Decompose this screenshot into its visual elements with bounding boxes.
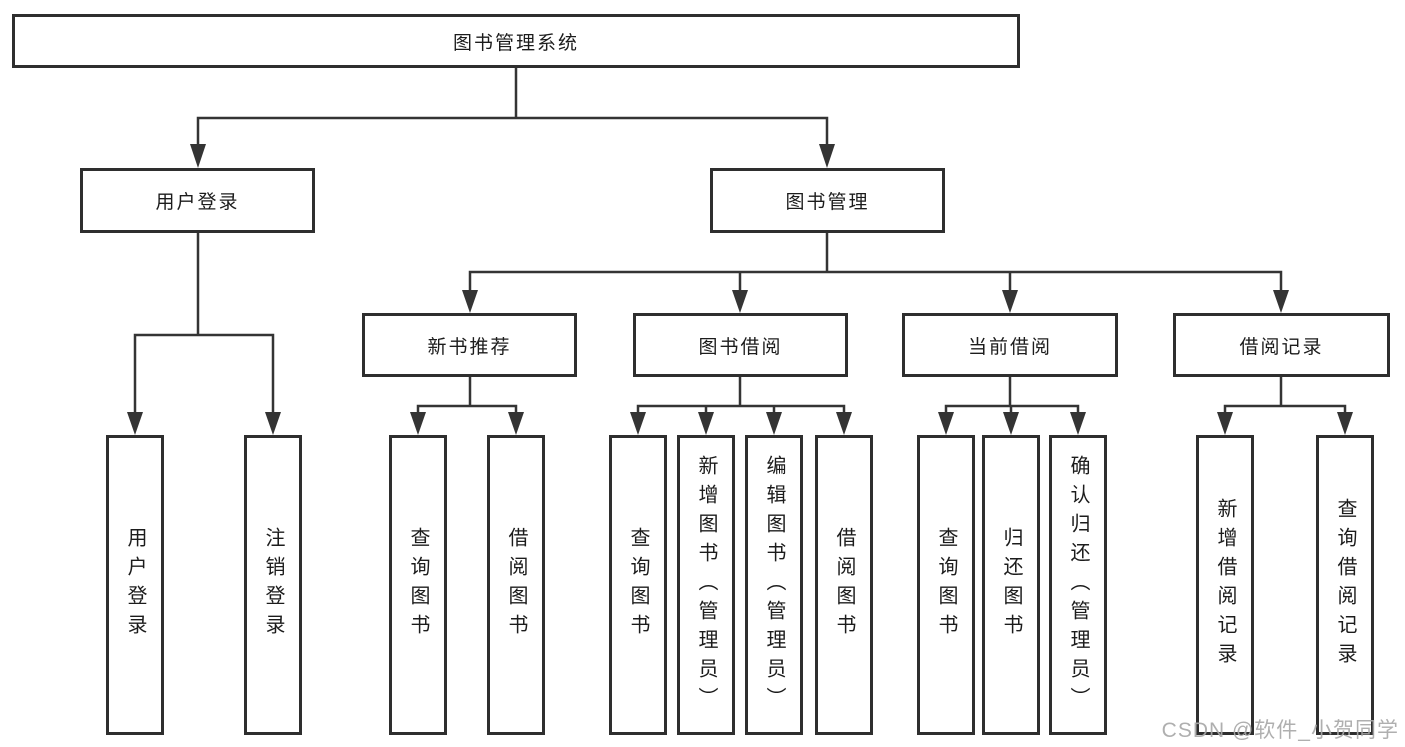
arrowhead-icons	[127, 144, 1353, 435]
node-borrow-records: 借阅记录	[1173, 313, 1390, 377]
leaf-logout: 注销登录	[244, 435, 302, 735]
node-root-system: 图书管理系统	[12, 14, 1020, 68]
node-current-borrow: 当前借阅	[902, 313, 1118, 377]
node-user-login-branch: 用户登录	[80, 168, 315, 233]
leaf-return-books: 归还图书	[982, 435, 1040, 735]
leaf-edit-books-admin: 编辑图书（管理员）	[745, 435, 803, 735]
leaf-borrow-books: 借阅图书	[815, 435, 873, 735]
leaf-user-login: 用户登录	[106, 435, 164, 735]
watermark: CSDN @软件_小贺同学	[1161, 719, 1399, 742]
leaf-confirm-return-admin: 确认归还（管理员）	[1049, 435, 1107, 735]
node-book-borrow: 图书借阅	[633, 313, 848, 377]
leaf-query-books-current: 查询图书	[917, 435, 975, 735]
leaf-query-borrow-record: 查询借阅记录	[1316, 435, 1374, 735]
node-book-management-branch: 图书管理	[710, 168, 945, 233]
leaf-borrow-books-recommend: 借阅图书	[487, 435, 545, 735]
leaf-query-books-borrow: 查询图书	[609, 435, 667, 735]
leaf-query-books-recommend: 查询图书	[389, 435, 447, 735]
connector-paths	[133, 66, 1347, 416]
node-new-book-recommend: 新书推荐	[362, 313, 577, 377]
leaf-add-books-admin: 新增图书（管理员）	[677, 435, 735, 735]
leaf-add-borrow-record: 新增借阅记录	[1196, 435, 1254, 735]
